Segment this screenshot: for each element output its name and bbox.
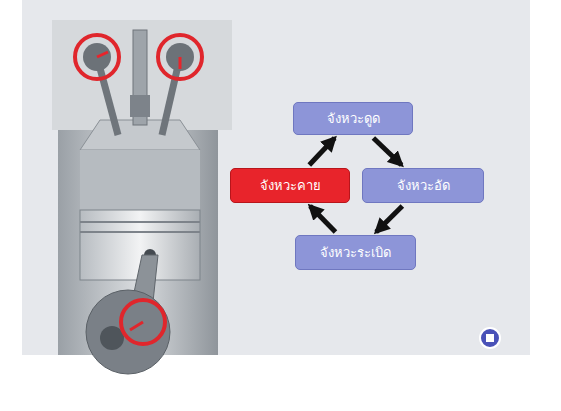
exhaust-cam — [166, 43, 194, 71]
stroke-box: จังหวะดูด — [293, 102, 413, 135]
active-stroke-box: จังหวะคาย — [230, 168, 350, 203]
stroke-label: จังหวะคาย — [256, 175, 325, 196]
stroke-label: จังหวะระเบิด — [316, 242, 395, 263]
cycle-arrow — [309, 138, 334, 165]
stroke-box: จังหวะอัด — [362, 168, 484, 203]
cycle-arrow — [310, 206, 335, 232]
cylinder-head — [52, 20, 232, 130]
stop-button — [480, 328, 500, 348]
piston-ring — [80, 231, 200, 233]
highlight-ring — [158, 35, 202, 79]
crankshaft — [86, 290, 170, 374]
stroke-label: จังหวะดูด — [323, 108, 384, 129]
stop-icon — [486, 334, 494, 342]
stroke-box: จังหวะระเบิด — [295, 235, 416, 270]
spark-plug-nut — [130, 95, 150, 117]
crank-mark — [130, 322, 143, 330]
combustion-chamber — [80, 150, 200, 210]
stroke-label: จังหวะอัด — [393, 175, 454, 196]
cam-mark — [97, 52, 108, 57]
cycle-arrow — [373, 138, 401, 165]
intake-cam — [83, 43, 111, 71]
highlight-ring — [121, 300, 165, 344]
cycle-arrow — [376, 206, 402, 232]
piston-ring — [80, 221, 200, 223]
highlight-ring — [75, 35, 119, 79]
cam-mark — [179, 57, 182, 69]
